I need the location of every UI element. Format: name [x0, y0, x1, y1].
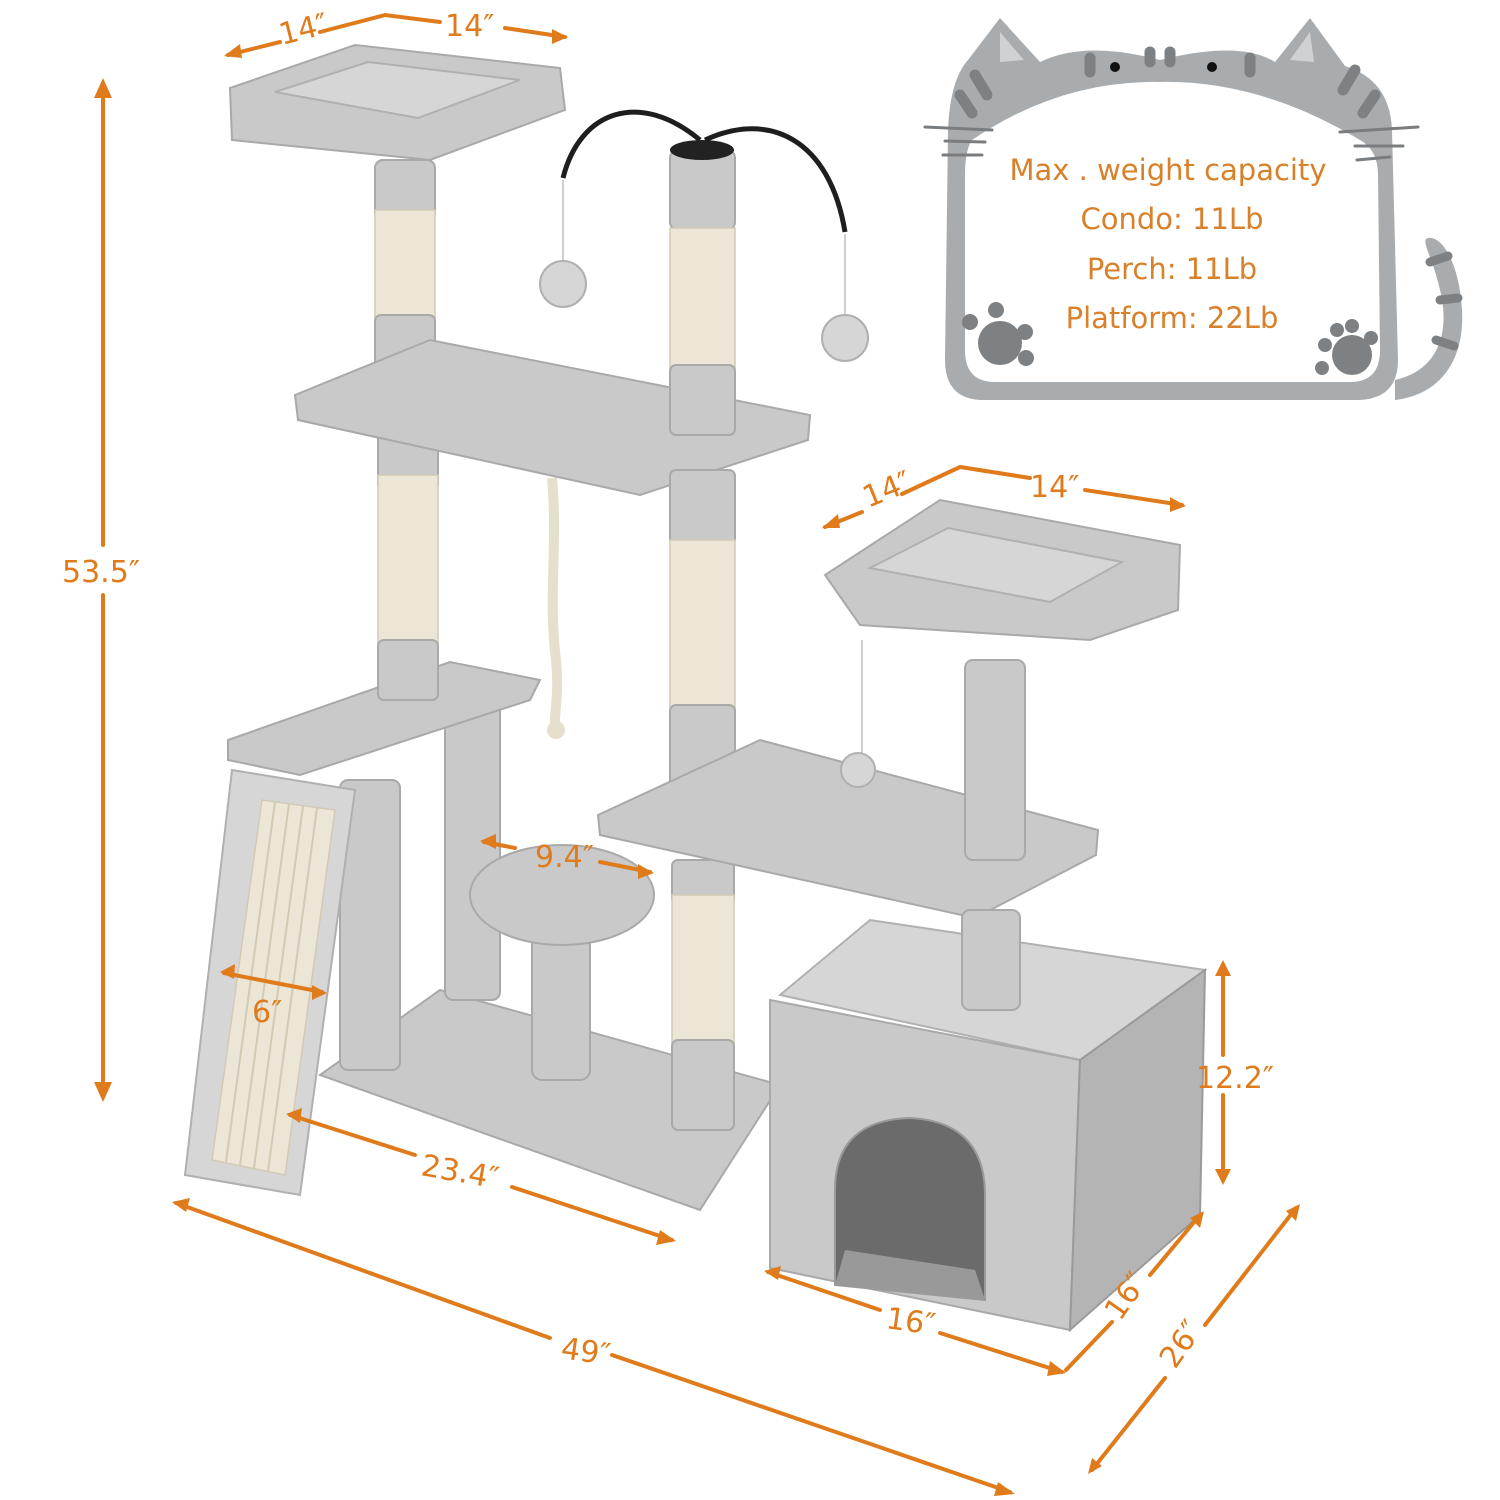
- round-step: [469, 844, 655, 946]
- arrow-icon: [312, 985, 327, 1000]
- arrow-icon: [1170, 497, 1186, 512]
- cat-tail-icon: [1395, 237, 1463, 400]
- frame-stripes: [954, 46, 1381, 119]
- dim-line-total-depth: [1090, 1206, 1298, 1472]
- lower-left-platform: [227, 660, 542, 777]
- condo-floor: [835, 1250, 985, 1300]
- pompom-ball-icon: [840, 752, 876, 788]
- arrow-icon: [1286, 1204, 1300, 1221]
- dim-line-base: [288, 1113, 674, 1242]
- top-post-sisal: [374, 209, 436, 321]
- pompom-ball-icon: [821, 314, 869, 362]
- arrow-icon: [220, 964, 235, 979]
- paw-print-right-icon: [1315, 319, 1378, 375]
- arrow-icon: [638, 864, 654, 879]
- toy-wire-right: [703, 126, 848, 233]
- condo-post: [961, 909, 1021, 1011]
- ramp-sisal: [211, 799, 336, 1176]
- arrow-icon: [656, 1230, 676, 1245]
- dim-total-height: 53.5″: [62, 555, 140, 590]
- capacity-title: Max . weight capacity: [1009, 153, 1326, 187]
- dim-round-step: 9.4″: [535, 840, 594, 875]
- mid-left-post-sisal: [377, 474, 439, 651]
- tail-stripes: [1425, 251, 1463, 351]
- ramp-sisal-texture: [225, 801, 318, 1172]
- cat-eye-icon: [1110, 62, 1120, 72]
- arrow-icon: [1215, 1169, 1231, 1185]
- right-lower-platform: [596, 738, 1100, 920]
- hanging-rope-toy: [547, 477, 563, 732]
- dim-total-width: 49″: [559, 1331, 613, 1373]
- dim-line-condo-width: [766, 1270, 1064, 1374]
- cat-eye-icon: [1207, 62, 1217, 72]
- lower-center-post-bottom: [671, 1039, 735, 1131]
- dim-top-perch-width: 14″: [445, 9, 494, 44]
- arrow-icon: [1190, 1211, 1204, 1228]
- lower-left-post: [444, 699, 501, 1001]
- center-post-sisal-top: [669, 227, 736, 369]
- arrow-icon: [1215, 960, 1231, 976]
- lower-center-post-sisal: [671, 894, 735, 1046]
- right-perch-post: [964, 659, 1026, 861]
- center-post-sisal-mid: [669, 539, 736, 711]
- toy-wire-left: [560, 109, 702, 179]
- paw-print-left-icon: [962, 302, 1034, 366]
- dim-condo-width: 16″: [884, 1301, 938, 1343]
- arrow-icon: [224, 44, 242, 58]
- whiskers: [923, 125, 1420, 162]
- center-post-band-2: [669, 469, 736, 546]
- dim-ramp-width: 6″: [252, 995, 282, 1030]
- dim-condo-height: 12.2″: [1196, 1061, 1274, 1096]
- dim-right-perch-depth: 14″: [858, 464, 917, 515]
- dim-total-depth: 26″: [1153, 1314, 1210, 1375]
- arrow-icon: [94, 1082, 112, 1102]
- right-perch-cushion: [866, 526, 1125, 604]
- capacity-platform: Platform: 22Lb: [1066, 301, 1279, 335]
- capacity-condo: Condo: 11Lb: [1081, 202, 1264, 236]
- dim-line-ramp: [222, 971, 324, 994]
- arrow-icon: [552, 29, 568, 44]
- mid-left-post-bottom: [377, 639, 439, 701]
- center-post-band: [669, 364, 736, 436]
- card-inner: [965, 81, 1380, 382]
- toy-mount-icon: [670, 140, 734, 160]
- dim-line-condo-depth: [1064, 1213, 1202, 1372]
- arrow-icon: [822, 514, 840, 528]
- arrow-icon: [1088, 1458, 1102, 1474]
- arrow-icon: [286, 1108, 302, 1123]
- arrow-icon: [480, 834, 496, 849]
- arrow-icon: [1047, 1361, 1066, 1376]
- arrow-icon: [994, 1482, 1015, 1496]
- dim-base-length: 23.4″: [419, 1148, 502, 1196]
- dim-right-perch-width: 14″: [1030, 470, 1079, 505]
- middle-platform: [293, 338, 812, 497]
- arrow-icon: [764, 1266, 781, 1280]
- rope-knot: [547, 721, 565, 739]
- lower-left-front-post: [339, 779, 401, 1071]
- top-perch-cushion: [274, 60, 521, 120]
- arrow-icon: [172, 1198, 190, 1212]
- cat-tree: [183, 43, 1208, 1333]
- pompom-ball-icon: [539, 260, 587, 308]
- dim-line-total-width: [174, 1201, 1012, 1494]
- center-post-cap: [669, 149, 736, 231]
- dim-top-perch-depth: 14″: [275, 7, 331, 53]
- capacity-perch: Perch: 11Lb: [1087, 252, 1257, 286]
- capacity-card: Max . weight capacity Condo: 11Lb Perch:…: [923, 18, 1463, 400]
- arrow-icon: [94, 78, 112, 98]
